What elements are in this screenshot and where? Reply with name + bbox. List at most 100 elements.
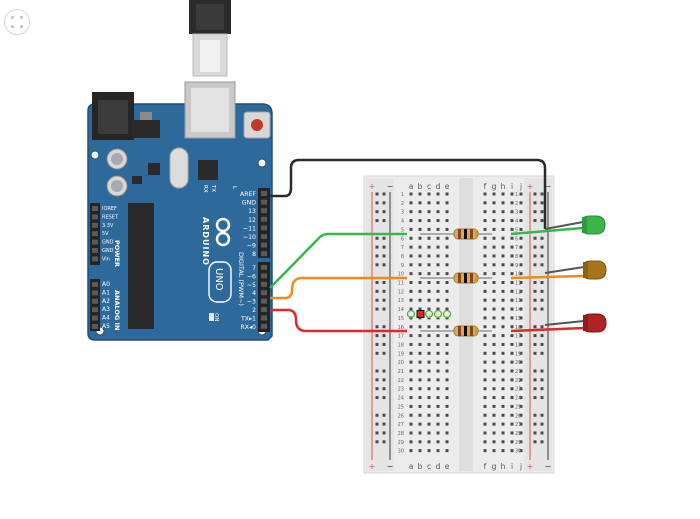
breadboard-hole[interactable] bbox=[501, 449, 505, 453]
breadboard-hole[interactable] bbox=[501, 236, 505, 240]
resistor-1[interactable] bbox=[420, 228, 492, 240]
breadboard-hole[interactable] bbox=[501, 413, 505, 417]
rail-hole[interactable] bbox=[375, 201, 379, 205]
breadboard-hole[interactable] bbox=[436, 263, 440, 267]
breadboard-hole[interactable] bbox=[427, 369, 431, 373]
header-pin[interactable] bbox=[92, 256, 98, 262]
breadboard-hole[interactable] bbox=[436, 351, 440, 355]
breadboard-hole[interactable] bbox=[436, 396, 440, 400]
breadboard-hole[interactable] bbox=[436, 192, 440, 196]
header-pin[interactable] bbox=[261, 273, 267, 279]
breadboard-hole[interactable] bbox=[483, 413, 487, 417]
breadboard-hole[interactable] bbox=[418, 342, 422, 346]
rail-hole[interactable] bbox=[375, 422, 379, 426]
breadboard-hole[interactable] bbox=[492, 404, 496, 408]
rail-hole[interactable] bbox=[382, 369, 386, 373]
wire-gnd[interactable] bbox=[270, 158, 547, 229]
breadboard-hole[interactable] bbox=[436, 440, 440, 444]
rail-hole[interactable] bbox=[382, 307, 386, 311]
breadboard-hole[interactable] bbox=[501, 227, 505, 231]
rail-hole[interactable] bbox=[533, 440, 537, 444]
rail-hole[interactable] bbox=[540, 396, 544, 400]
rail-hole[interactable] bbox=[382, 298, 386, 302]
breadboard-hole[interactable] bbox=[510, 431, 514, 435]
rail-hole[interactable] bbox=[540, 378, 544, 382]
rail-hole[interactable] bbox=[533, 298, 537, 302]
header-pin[interactable] bbox=[92, 248, 98, 253]
rail-hole[interactable] bbox=[382, 219, 386, 223]
rail-hole[interactable] bbox=[540, 254, 544, 258]
breadboard-hole[interactable] bbox=[409, 396, 413, 400]
breadboard-hole[interactable] bbox=[409, 431, 413, 435]
rail-hole[interactable] bbox=[375, 298, 379, 302]
breadboard-hole[interactable] bbox=[501, 404, 505, 408]
rail-hole[interactable] bbox=[382, 245, 386, 249]
rail-hole[interactable] bbox=[382, 351, 386, 355]
breadboard-hole[interactable] bbox=[492, 422, 496, 426]
breadboard-hole[interactable] bbox=[418, 236, 422, 240]
breadboard-hole[interactable] bbox=[436, 245, 440, 249]
breadboard-hole[interactable] bbox=[519, 396, 523, 400]
breadboard-hole[interactable] bbox=[519, 316, 523, 320]
breadboard-hole[interactable] bbox=[418, 192, 422, 196]
breadboard-hole[interactable] bbox=[427, 334, 431, 338]
breadboard-hole[interactable] bbox=[483, 192, 487, 196]
breadboard-hole[interactable] bbox=[445, 289, 449, 293]
rail-hole[interactable] bbox=[540, 307, 544, 311]
rail-hole[interactable] bbox=[540, 369, 544, 373]
breadboard-hole[interactable] bbox=[510, 227, 514, 231]
breadboard-hole[interactable] bbox=[519, 245, 523, 249]
breadboard-hole[interactable] bbox=[427, 219, 431, 223]
rail-hole[interactable] bbox=[375, 245, 379, 249]
breadboard-hole[interactable] bbox=[519, 281, 523, 284]
breadboard-hole[interactable] bbox=[418, 404, 422, 408]
rail-hole[interactable] bbox=[382, 263, 386, 267]
rail-hole[interactable] bbox=[382, 334, 386, 338]
breadboard-hole[interactable] bbox=[519, 236, 523, 240]
breadboard-hole[interactable] bbox=[409, 272, 413, 276]
rail-hole[interactable] bbox=[382, 192, 386, 196]
header-pin[interactable] bbox=[261, 225, 267, 231]
breadboard-hole[interactable] bbox=[501, 281, 505, 284]
rail-hole[interactable] bbox=[540, 192, 544, 196]
breadboard-hole[interactable] bbox=[445, 298, 449, 302]
rail-hole[interactable] bbox=[533, 289, 537, 293]
breadboard-hole[interactable] bbox=[519, 272, 523, 276]
breadboard-hole[interactable] bbox=[418, 227, 422, 231]
breadboard-hole[interactable] bbox=[445, 272, 449, 276]
breadboard-hole[interactable] bbox=[436, 387, 440, 391]
breadboard-hole[interactable] bbox=[510, 325, 514, 329]
breadboard-hole[interactable] bbox=[418, 289, 422, 293]
breadboard-hole[interactable] bbox=[519, 351, 523, 355]
breadboard-hole[interactable] bbox=[483, 351, 487, 355]
rail-hole[interactable] bbox=[375, 387, 379, 391]
rail-hole[interactable] bbox=[540, 342, 544, 346]
rail-hole[interactable] bbox=[375, 334, 379, 338]
breadboard-hole[interactable] bbox=[427, 351, 431, 355]
breadboard-hole[interactable] bbox=[492, 325, 496, 329]
breadboard-hole[interactable] bbox=[492, 342, 496, 346]
breadboard-hole[interactable] bbox=[436, 413, 440, 417]
wire-green[interactable] bbox=[269, 232, 407, 289]
rail-hole[interactable] bbox=[533, 325, 537, 329]
rail-hole[interactable] bbox=[382, 378, 386, 382]
rail-hole[interactable] bbox=[375, 413, 379, 417]
rail-hole[interactable] bbox=[540, 325, 544, 329]
resistor-3[interactable] bbox=[420, 325, 492, 337]
breadboard-hole[interactable] bbox=[510, 422, 514, 426]
breadboard-hole[interactable] bbox=[445, 404, 449, 408]
breadboard-hole[interactable] bbox=[492, 289, 496, 293]
breadboard-hole[interactable] bbox=[483, 342, 487, 346]
breadboard-hole[interactable] bbox=[519, 440, 523, 444]
breadboard-hole[interactable] bbox=[409, 298, 413, 302]
breadboard-hole[interactable] bbox=[427, 289, 431, 293]
breadboard-hole[interactable] bbox=[519, 360, 523, 364]
breadboard-hole[interactable] bbox=[492, 236, 496, 240]
header-pin[interactable] bbox=[261, 242, 267, 248]
led-yellow[interactable] bbox=[583, 260, 607, 280]
breadboard-hole[interactable] bbox=[427, 387, 431, 391]
breadboard-hole[interactable] bbox=[501, 422, 505, 426]
breadboard-hole[interactable] bbox=[427, 422, 431, 426]
